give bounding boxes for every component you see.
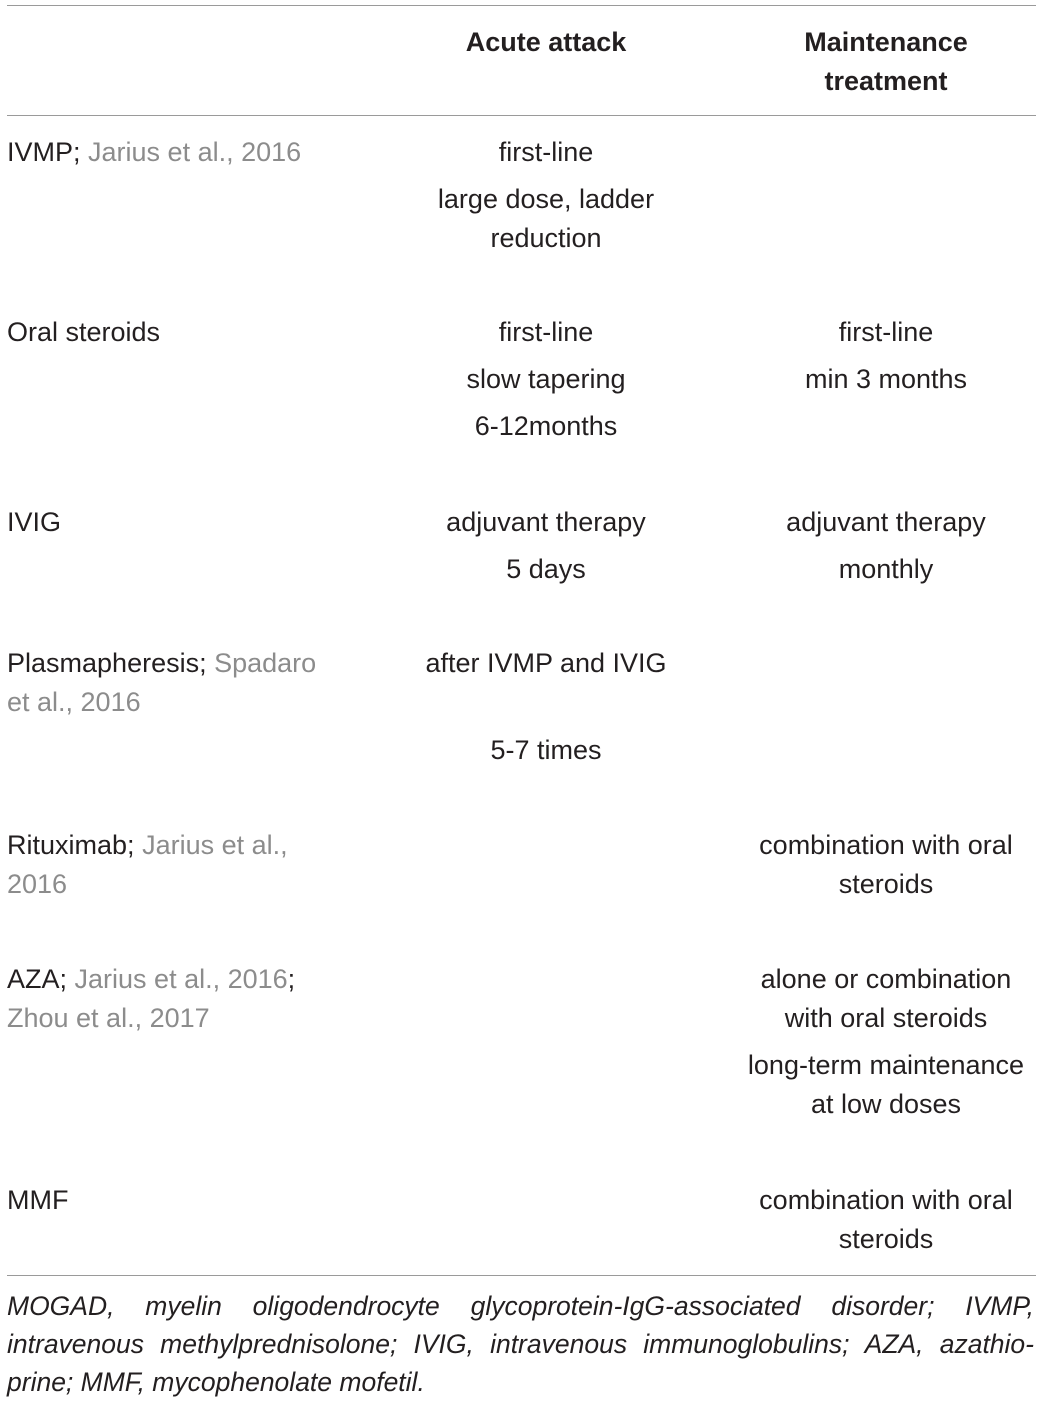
acute-line: 5 days <box>506 554 586 584</box>
separator: ; <box>59 964 75 994</box>
separator: ; <box>73 137 89 167</box>
maint-line: at low doses <box>810 1089 962 1119</box>
row-mmf-name: MMF <box>7 1181 352 1220</box>
header-maintenance-treatment: Maintenance treatment <box>731 23 1041 101</box>
maint-line: with oral steroids <box>784 1003 988 1033</box>
header-maint-line1: Maintenance <box>804 27 968 57</box>
name-line: Plasmapheresis; Spadaro <box>7 644 352 683</box>
name-line: Rituximab; Jarius et al., <box>7 826 352 865</box>
reference-link: Spadaro <box>214 648 317 678</box>
maint-line: long-term maintenance <box>747 1050 1025 1080</box>
acute-line: reduction <box>490 223 602 253</box>
row-aza-name: AZA; Jarius et al., 2016; Zhou et al., 2… <box>7 960 352 1038</box>
row-plasmapheresis-name: Plasmapheresis; Spadaro et al., 2016 <box>7 644 352 722</box>
acute-line: large dose, ladder <box>437 184 655 214</box>
reference-link: Jarius et al., 2016 <box>74 964 288 994</box>
maint-line: steroids <box>838 869 934 899</box>
table-header-rule <box>7 115 1036 116</box>
acute-line: adjuvant therapy <box>446 507 646 537</box>
maint-line: min 3 months <box>804 364 968 394</box>
treatment-name: AZA <box>7 964 60 994</box>
treatment-name: Plasmapheresis <box>7 648 200 678</box>
maint-line: steroids <box>838 1224 934 1254</box>
treatment-name: Oral steroids <box>7 317 161 347</box>
name-line: AZA; Jarius et al., 2016; <box>7 960 352 999</box>
reference-link: 2016 <box>7 869 68 899</box>
acute-line: slow tapering <box>466 364 626 394</box>
row-aza-maint: alone or combination with oral steroids … <box>731 960 1041 1124</box>
row-rituximab-maint: combination with oral steroids <box>731 826 1041 904</box>
reference-link: Jarius et al., <box>142 830 288 860</box>
maint-line: adjuvant therapy <box>786 507 986 537</box>
row-oral-steroids-maint: first-line min 3 months <box>731 313 1041 399</box>
acute-line: 5-7 times <box>490 735 602 765</box>
separator: ; <box>199 648 215 678</box>
treatment-name: MMF <box>7 1185 69 1215</box>
table-footnote: MOGAD, myelin oligodendrocyte glycoprote… <box>7 1291 1034 1397</box>
row-ivig-acute: adjuvant therapy 5 days <box>411 503 681 589</box>
maint-line: combination with oral <box>759 830 1013 860</box>
acute-line: first-line <box>498 317 594 347</box>
reference-link: et al., 2016 <box>7 687 141 717</box>
maint-line: monthly <box>838 554 934 584</box>
maint-line: combination with oral <box>759 1185 1013 1215</box>
acute-line: after IVMP and IVIG <box>425 648 667 678</box>
header-acute-attack: Acute attack <box>465 27 627 57</box>
acute-line: 6-12months <box>474 411 618 441</box>
table-bottom-rule <box>7 1275 1036 1276</box>
reference-link: Jarius et al., 2016 <box>88 137 302 167</box>
row-oral-steroids-name: Oral steroids <box>7 313 352 352</box>
reference-link: Zhou et al., 2017 <box>7 1003 210 1033</box>
treatment-name: IVMP <box>7 137 74 167</box>
row-plasmapheresis-acute: after IVMP and IVIG 5-7 times <box>411 644 681 770</box>
acute-line: first-line <box>498 137 594 167</box>
treatment-name: IVIG <box>7 507 62 537</box>
row-ivig-maint: adjuvant therapy monthly <box>731 503 1041 589</box>
maint-line: alone or combination <box>760 964 1012 994</box>
row-ivmp-acute: first-line large dose, ladder reduction <box>411 133 681 258</box>
row-ivig-name: IVIG <box>7 503 352 542</box>
treatment-name: Rituximab <box>7 830 128 860</box>
row-ivmp-name: IVMP; Jarius et al., 2016 <box>7 133 352 172</box>
separator: ; <box>287 964 296 994</box>
row-rituximab-name: Rituximab; Jarius et al., 2016 <box>7 826 352 904</box>
row-oral-steroids-acute: first-line slow tapering 6-12months <box>411 313 681 446</box>
table-top-rule <box>7 5 1036 6</box>
maint-line: first-line <box>838 317 934 347</box>
header-maint-line2: treatment <box>824 66 948 96</box>
separator: ; <box>127 830 143 860</box>
row-mmf-maint: combination with oral steroids <box>731 1181 1041 1259</box>
